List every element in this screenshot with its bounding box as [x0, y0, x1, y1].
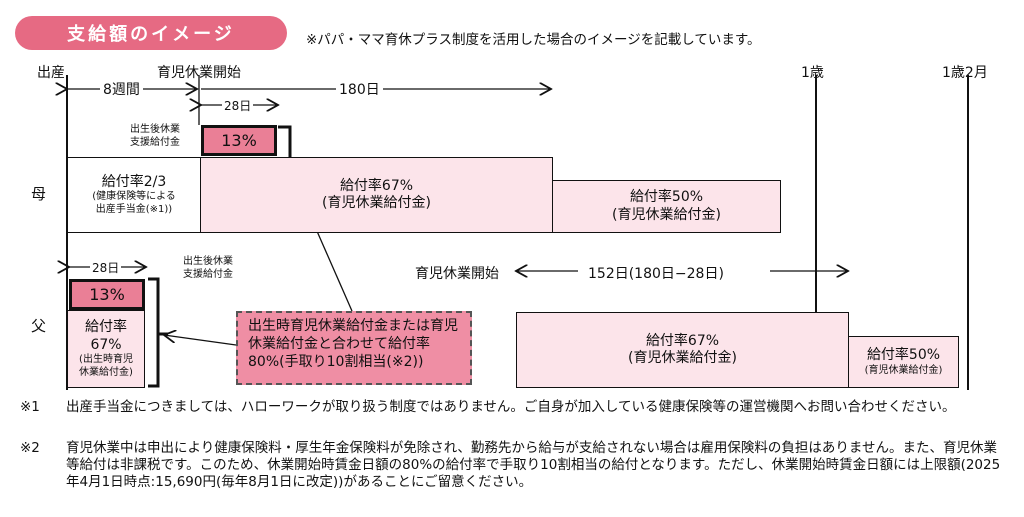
father-support-rate: 13% — [89, 284, 125, 304]
footnote-1-text: 出産手当金につきましては、ハローワークが取り扱う制度ではありません。ご自身が加入… — [66, 399, 956, 415]
mother-rate67-box: 給付率67% (育児休業給付金) — [200, 157, 553, 233]
father-rate50-box: 給付率50% (育児休業給付金) — [848, 336, 959, 388]
father-birth-rate-sub: (出生時育児 休業給付金) — [79, 354, 133, 378]
mother-support-label: 出生後休業 支援給付金 — [130, 124, 180, 148]
footnote-1-mark: ※1 — [20, 399, 40, 415]
father-rate50-sub: (育児休業給付金) — [864, 364, 943, 376]
father-birth-rate-title: 給付率 67% — [85, 319, 127, 353]
row-label-mother: 母 — [31, 185, 47, 203]
days28-father-label: 28日 — [90, 259, 122, 276]
mother-rate50-box: 給付率50% (育児休業給付金) — [552, 180, 781, 233]
father-rate50: 給付率50% — [866, 347, 941, 363]
footnote-2-text: 育児休業中は申出により健康保険料・厚生年金保険料が免除され、勤務先から給与が支給… — [66, 440, 1001, 490]
one-year-label: 1歳 — [801, 65, 824, 81]
father-rate67-box: 給付率67% (育児休業給付金) — [516, 312, 849, 388]
father-rate67: 給付率67% — [645, 332, 720, 349]
days180-label: 180日 — [336, 79, 383, 99]
mother-support-rate-box: 13% — [201, 125, 277, 156]
one-year-two-months-label: 1歳2月 — [942, 65, 988, 81]
mother-rate67-sub: (育児休業給付金) — [322, 195, 431, 211]
header-note: ※パパ・ママ育休プラス制度を活用した場合のイメージを記載しています。 — [306, 32, 761, 48]
footnote-2: ※2 育児休業中は申出により健康保険料・厚生年金保険料が免除され、勤務先から給与が… — [20, 440, 1010, 491]
callout-pointer-father — [164, 335, 237, 346]
footnote-1: ※1 出産手当金につきましては、ハローワークが取り扱う制度ではありません。ご自身が… — [20, 399, 1010, 416]
leave-start-label: 育児休業開始 — [157, 65, 241, 81]
mother-support-rate: 13% — [221, 130, 257, 150]
callout-80-percent: 出生時育児休業給付金または育児休業給付金と合わせて給付率 80%(手取り10割相… — [236, 311, 472, 385]
mother-rate67: 給付率67% — [339, 177, 414, 194]
mother-birth-allowance-box: 給付率2/3 (健康保険等による 出産手当金(※1)) — [67, 157, 201, 233]
father-birth-rate-box: 給付率 67% (出生時育児 休業給付金) — [67, 310, 145, 388]
section-badge: 支給額のイメージ — [15, 16, 287, 50]
father-support-label: 出生後休業 支援給付金 — [183, 256, 233, 280]
birth-label: 出産 — [37, 65, 65, 81]
father-bracket — [148, 277, 160, 388]
footnote-2-mark: ※2 — [20, 440, 40, 456]
mother-rate50: 給付率50% — [629, 189, 704, 205]
mother-rate50-sub: (育児休業給付金) — [612, 206, 721, 223]
weeks8-label: 8週間 — [100, 79, 143, 99]
father-support-rate-box: 13% — [69, 279, 145, 310]
days152-label: 152日(180日−28日) — [588, 266, 724, 282]
row-label-father: 父 — [31, 317, 47, 335]
father-leave-start-label: 育児休業開始 — [415, 266, 499, 282]
mother-birth-title: 給付率2/3 — [101, 173, 167, 190]
days28-mother-label: 28日 — [222, 97, 254, 114]
father-rate67-sub: (育児休業給付金) — [628, 350, 737, 366]
mother-birth-sub: (健康保険等による 出産手当金(※1)) — [92, 191, 176, 215]
